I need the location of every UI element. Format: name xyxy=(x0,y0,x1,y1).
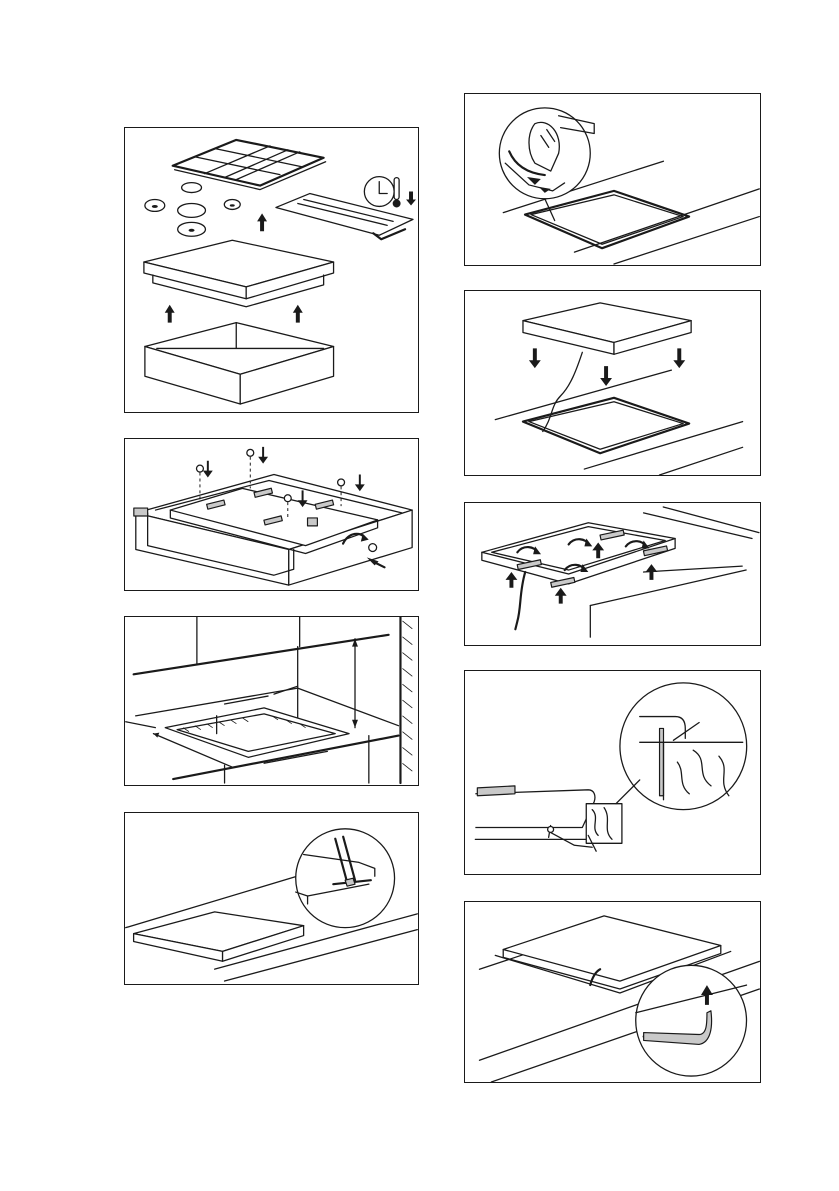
cable xyxy=(543,352,583,431)
illustration-seal-detail xyxy=(465,671,760,874)
hob-with-seal xyxy=(134,912,304,961)
figure-seal-excess xyxy=(464,901,761,1083)
figure-seal-strip xyxy=(124,812,419,985)
illustration-remove-parts xyxy=(125,128,418,412)
illustration-seal-excess xyxy=(465,902,760,1082)
down-arrows xyxy=(529,348,685,386)
cable xyxy=(515,572,525,629)
countertop-underside xyxy=(590,507,759,637)
figure-seal-detail xyxy=(464,670,761,875)
figure-fix-brackets xyxy=(464,502,761,646)
detail-circle xyxy=(499,108,594,199)
detail-circle xyxy=(636,965,747,1076)
figure-remove-parts xyxy=(124,127,419,413)
seal-frame xyxy=(525,191,689,248)
up-arrow xyxy=(257,213,267,231)
lift-arrow-left xyxy=(165,305,175,323)
detail-circle xyxy=(620,683,747,810)
figure-cable-through-seal xyxy=(464,93,761,266)
hob-unit xyxy=(144,240,334,307)
illustration-fix-brackets xyxy=(465,503,760,645)
illustration-cutout-dimensions xyxy=(125,617,418,785)
figure-frame-screws xyxy=(124,438,419,591)
illustration-frame-screws xyxy=(125,439,418,590)
figure-cutout-dimensions xyxy=(124,616,419,786)
control-strip xyxy=(276,194,413,240)
countertop-section xyxy=(586,804,622,844)
illustration-cable-through-seal xyxy=(465,94,760,265)
clock-temperature-icon xyxy=(364,177,416,208)
wall-and-cabinet xyxy=(134,617,413,783)
packaging-box xyxy=(145,323,334,404)
hob-unit xyxy=(523,303,691,354)
lift-arrow-right xyxy=(293,305,303,323)
burner-caps xyxy=(145,183,240,237)
countertop-cutout xyxy=(136,688,399,757)
detail-circle xyxy=(296,829,395,928)
pan-support-grid xyxy=(173,140,326,190)
figure-lower-hob xyxy=(464,290,761,476)
illustration-seal-strip xyxy=(125,813,418,984)
hob-edge xyxy=(475,786,595,847)
illustration-lower-hob xyxy=(465,291,760,475)
